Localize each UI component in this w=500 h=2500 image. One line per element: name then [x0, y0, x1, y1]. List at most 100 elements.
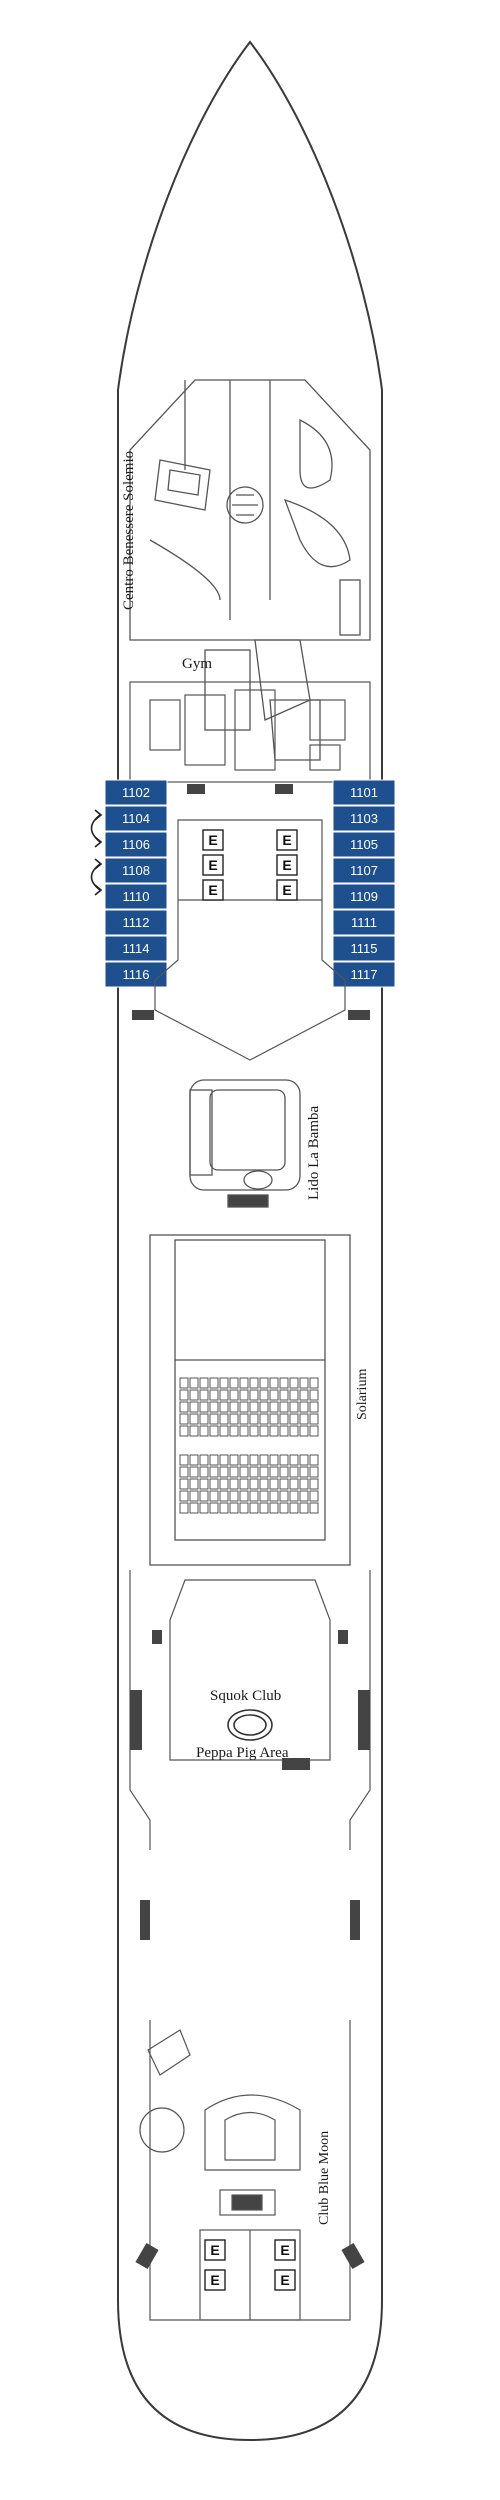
sunbed: [189, 1413, 199, 1425]
cabin-1101[interactable]: [332, 779, 396, 806]
sunbed: [189, 1377, 199, 1389]
cabin-1116[interactable]: [104, 961, 168, 988]
sunbed: [219, 1425, 229, 1437]
cabin-number: 1116: [123, 967, 150, 982]
sunbed: [259, 1401, 269, 1413]
sunbed: [309, 1490, 319, 1502]
elevator-lobby-forward: [154, 819, 346, 1061]
sunbed: [179, 1454, 189, 1466]
sunbed: [209, 1502, 219, 1514]
cabin-number: 1108: [122, 863, 150, 878]
sunbed: [249, 1490, 259, 1502]
stair-markers: [132, 784, 370, 1020]
sunbed: [199, 1454, 209, 1466]
sunbed: [299, 1389, 309, 1401]
cabin-1104[interactable]: [104, 805, 168, 832]
sunbed: [309, 1401, 319, 1413]
sunbed: [299, 1377, 309, 1389]
cabin-number: 1104: [122, 811, 150, 826]
sunbed: [219, 1502, 229, 1514]
sunbed: [239, 1377, 249, 1389]
sunbed: [289, 1377, 299, 1389]
sunbed: [259, 1377, 269, 1389]
cabin-1110[interactable]: [104, 883, 168, 910]
sunbed: [179, 1425, 189, 1437]
sunbed: [269, 1389, 279, 1401]
sunbed: [219, 1478, 229, 1490]
venue-label-peppa: Peppa Pig Area: [196, 1745, 289, 1761]
sunbed: [219, 1413, 229, 1425]
sunbed: [279, 1377, 289, 1389]
sunbed: [289, 1389, 299, 1401]
sunbed: [189, 1454, 199, 1466]
cabin-number: 1117: [351, 967, 378, 982]
sunbed: [259, 1425, 269, 1437]
sunbed: [179, 1490, 189, 1502]
elevator-label: E: [280, 2242, 289, 2258]
sunbed: [209, 1413, 219, 1425]
sunbed: [199, 1478, 209, 1490]
cabin-number: 1102: [122, 785, 150, 800]
sunbed: [209, 1490, 219, 1502]
sunbed: [279, 1413, 289, 1425]
cabin-1103[interactable]: [332, 805, 396, 832]
elevator-icon: [204, 2239, 226, 2261]
ship-hull-outline: [117, 40, 383, 2442]
sunbed: [309, 1478, 319, 1490]
cabin-1109[interactable]: [332, 883, 396, 910]
cabin-1108[interactable]: [104, 857, 168, 884]
sunbed: [249, 1413, 259, 1425]
sunbed: [229, 1490, 239, 1502]
cabin-1105[interactable]: [332, 831, 396, 858]
sunbed: [209, 1401, 219, 1413]
sunbed: [279, 1466, 289, 1478]
sunbed: [289, 1490, 299, 1502]
spa-area-structure: [129, 379, 371, 761]
sunbed: [239, 1389, 249, 1401]
elevator-icon: [202, 829, 224, 851]
sunbed: [279, 1401, 289, 1413]
sunbed: [249, 1454, 259, 1466]
sunbed: [229, 1389, 239, 1401]
sunbed: [239, 1401, 249, 1413]
elevator-icon: [202, 879, 224, 901]
elevator-icon: [276, 879, 298, 901]
sunbed: [229, 1377, 239, 1389]
cabin-1111[interactable]: [332, 909, 396, 936]
sunbed: [179, 1413, 189, 1425]
sunbed: [289, 1478, 299, 1490]
cabin-1106[interactable]: [104, 831, 168, 858]
cabin-1102[interactable]: [104, 779, 168, 806]
sunbed: [219, 1401, 229, 1413]
elevator-label: E: [280, 2272, 289, 2288]
curved-arrow-icon: [90, 809, 103, 848]
sunbed: [229, 1401, 239, 1413]
elevator-icon: [204, 2269, 226, 2291]
sunbed: [259, 1502, 269, 1514]
sunbed: [249, 1466, 259, 1478]
elevator-label: E: [210, 2272, 219, 2288]
cabin-1117[interactable]: [332, 961, 396, 988]
sunbed: [249, 1478, 259, 1490]
sunbed: [269, 1454, 279, 1466]
sunbed: [199, 1425, 209, 1437]
sunbed: [309, 1389, 319, 1401]
cabin-1107[interactable]: [332, 857, 396, 884]
sunbed: [259, 1413, 269, 1425]
sunbed: [299, 1425, 309, 1437]
sunbed: [229, 1478, 239, 1490]
cabin-1115[interactable]: [332, 935, 396, 962]
elevator-icon: [276, 854, 298, 876]
venue-label-spa: Centro Benessere Solemio: [121, 451, 137, 610]
sunbed: [189, 1389, 199, 1401]
cabin-1112[interactable]: [104, 909, 168, 936]
sunbed: [249, 1377, 259, 1389]
sunbed: [229, 1425, 239, 1437]
elevator-label: E: [282, 832, 291, 848]
cabin-1114[interactable]: [104, 935, 168, 962]
elevator-label: E: [210, 2242, 219, 2258]
cabin-number: 1109: [350, 889, 378, 904]
cabin-number: 1107: [350, 863, 378, 878]
sunbed: [269, 1425, 279, 1437]
